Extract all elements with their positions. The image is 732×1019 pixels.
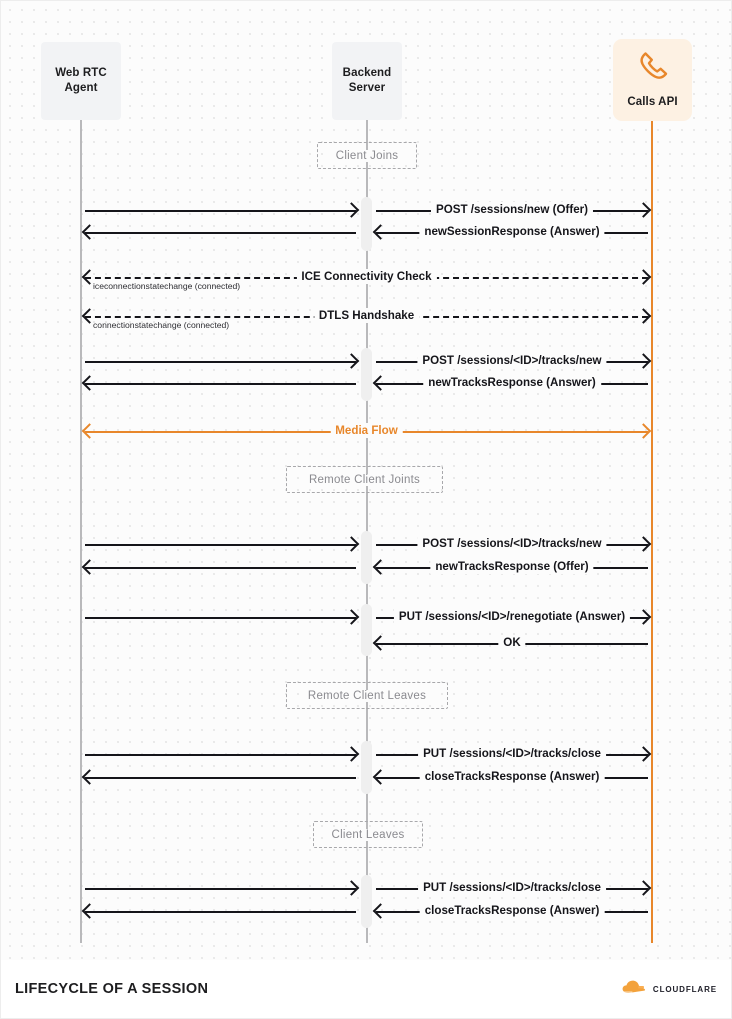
cloudflare-wordmark: CLOUDFLARE (652, 984, 717, 994)
lifeline-calls-api (651, 121, 653, 943)
group-label-client-joins: Client Joins (317, 142, 417, 169)
actor-calls-api: Calls API (613, 39, 692, 121)
actor-backend-server-label-line2: Server (348, 82, 386, 94)
message-label-m20: PUT /sessions/<ID>/tracks/close (418, 746, 606, 761)
message-label-m2: POST /sessions/new (Offer) (430, 202, 594, 217)
cloudflare-logo: CLOUDFLARE (622, 980, 717, 999)
page-title: LIFECYCLE OF A SESSION (15, 981, 209, 997)
arrowhead-right (635, 269, 652, 285)
message-label-m10: newTracksResponse (Answer) (423, 375, 601, 390)
arrowhead-left (81, 769, 98, 785)
arrowhead-left (81, 375, 98, 391)
arrowhead-left (81, 903, 98, 919)
arrowhead-right (635, 353, 652, 369)
activation-bar-renegotiate (361, 604, 372, 656)
activation-bar-client-joins (361, 197, 372, 251)
arrowhead-right (343, 353, 360, 369)
message-label-m26: closeTracksResponse (Answer) (419, 903, 605, 918)
arrowhead-right (635, 308, 652, 324)
arrowhead-right (343, 536, 360, 552)
arrowhead-right (635, 880, 652, 896)
arrowhead-right (635, 423, 652, 439)
arrowhead-left (81, 559, 98, 575)
arrowhead-right (343, 880, 360, 896)
arrowhead-left (372, 769, 389, 785)
arrowhead-right (635, 202, 652, 218)
phone-icon (634, 49, 672, 90)
arrowhead-right (343, 202, 360, 218)
actor-webrtc-agent-label-line1: Web RTC (55, 66, 107, 79)
actor-webrtc-agent: Web RTC Agent (41, 42, 121, 120)
message-label-m13: POST /sessions/<ID>/tracks/new (417, 536, 607, 551)
group-label-remote-client-joints: Remote Client Joints (286, 466, 443, 493)
message-label-m22: closeTracksResponse (Answer) (419, 769, 605, 784)
group-label-remote-client-leaves: Remote Client Leaves (286, 682, 448, 709)
actor-backend-server: Backend Server (332, 42, 402, 120)
message-label-m18: OK (498, 635, 526, 650)
message-label-m24: PUT /sessions/<ID>/tracks/close (418, 880, 606, 895)
arrowhead-left (81, 224, 98, 240)
actor-backend-server-label-line1: Backend (342, 66, 392, 79)
arrowhead-right (343, 746, 360, 762)
arrowhead-right (635, 536, 652, 552)
message-label-m6: DTLS Handshake (313, 308, 420, 323)
activation-bar-remote-leaves (361, 741, 372, 794)
message-label-m4: newSessionResponse (Answer) (419, 224, 605, 239)
arrowhead-right (635, 609, 652, 625)
message-label-m5: ICE Connectivity Check (296, 269, 437, 284)
arrowhead-right (635, 746, 652, 762)
message-label-m17: PUT /sessions/<ID>/renegotiate (Answer) (393, 609, 631, 624)
message-label-m15: newTracksResponse (Offer) (430, 559, 594, 574)
arrowhead-left (372, 559, 389, 575)
activation-bar-remote-joins (361, 531, 372, 584)
group-label-client-leaves: Client Leaves (313, 821, 423, 848)
activation-bar-client-leaves (361, 875, 372, 928)
actor-webrtc-agent-label-line2: Agent (64, 82, 98, 94)
arrowhead-left (372, 375, 389, 391)
activation-bar-tracks-new (361, 348, 372, 401)
arrowhead-left (372, 224, 389, 240)
message-label-m11: Media Flow (330, 423, 403, 438)
actor-calls-api-label: Calls API (627, 96, 678, 109)
arrowhead-left (372, 635, 389, 651)
message-sublabel-m5: iceconnectionstatechange (connected) (93, 281, 241, 291)
arrowhead-left (372, 903, 389, 919)
message-sublabel-m6: connectionstatechange (connected) (93, 320, 230, 330)
footer: LIFECYCLE OF A SESSION CLOUDFLARE (1, 960, 731, 1018)
cloudflare-cloud-icon (622, 980, 648, 999)
arrowhead-right (343, 609, 360, 625)
message-label-m8: POST /sessions/<ID>/tracks/new (417, 353, 607, 368)
arrowhead-left (81, 423, 98, 439)
lifeline-webrtc-agent (80, 120, 82, 943)
